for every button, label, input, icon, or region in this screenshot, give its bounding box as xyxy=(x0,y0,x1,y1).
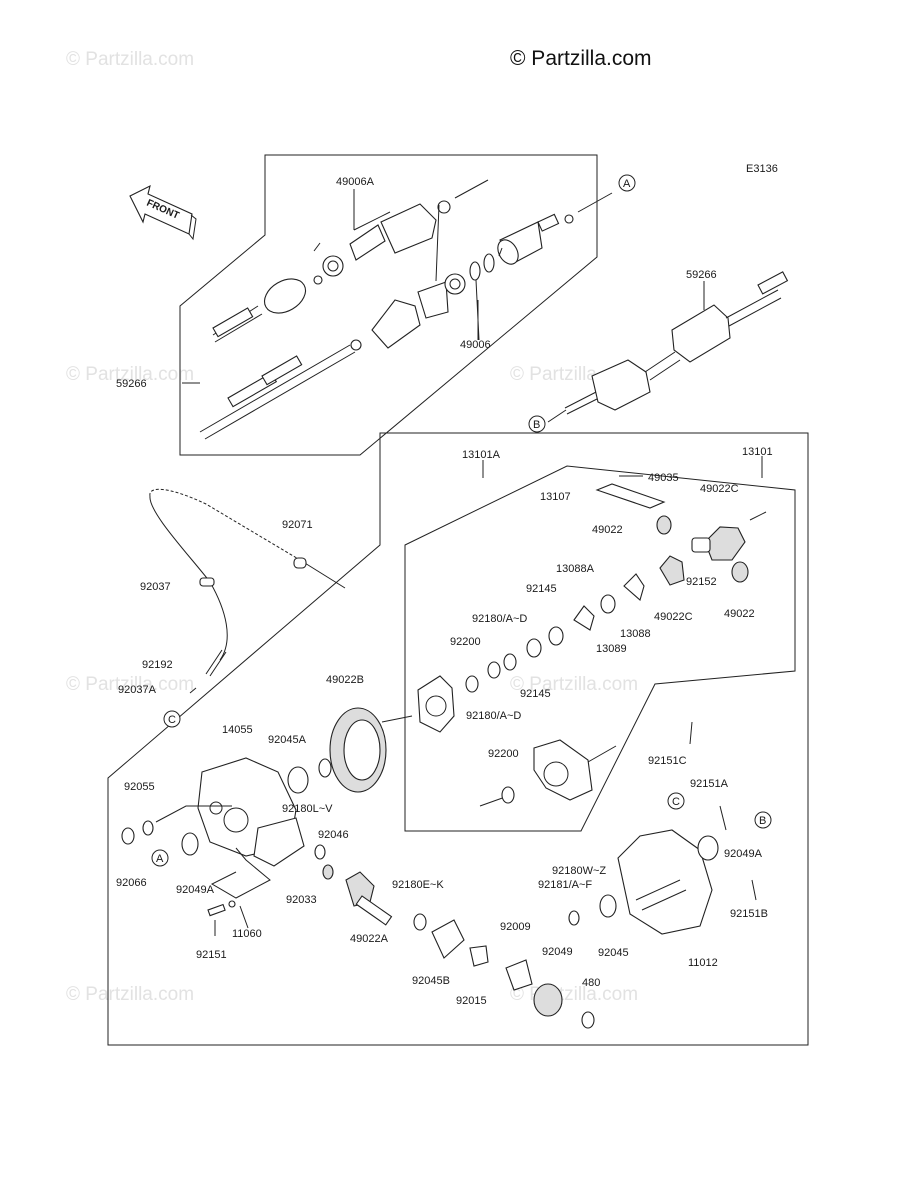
part-label: 92145 xyxy=(526,583,557,595)
part-label: 92200 xyxy=(450,636,481,648)
part-label: 49006A xyxy=(336,176,375,188)
part-label: 92055 xyxy=(124,781,155,793)
callout-a-top-label: A xyxy=(623,178,631,190)
part-label: 92045 xyxy=(598,947,629,959)
part-label: 92049 xyxy=(542,946,573,958)
callout-a-bottom-label: A xyxy=(156,853,164,865)
drive-shaft-assembly-lower xyxy=(199,204,503,440)
watermark-text: © Partzilla.com xyxy=(66,364,194,385)
watermark-text: © Partzilla.com xyxy=(66,674,194,695)
part-label: 49022C xyxy=(700,483,739,495)
callout-b-top-label: B xyxy=(533,419,540,431)
part-label: 92015 xyxy=(456,995,487,1007)
top-leaders xyxy=(182,189,705,423)
part-label: 92049A xyxy=(176,884,215,896)
part-label: 49022B xyxy=(326,674,364,686)
part-label: 92037A xyxy=(118,684,157,696)
watermark-text: © Partzilla.com xyxy=(510,674,638,695)
part-label: 49022 xyxy=(724,608,755,620)
part-label: 92180L~V xyxy=(282,803,333,815)
part-label: 92151 xyxy=(196,949,227,961)
watermark-text: © Partzilla.com xyxy=(66,984,194,1005)
callout-c-right-label: C xyxy=(672,796,680,808)
part-label: 92181/A~F xyxy=(538,879,592,891)
right-drive-shaft xyxy=(564,271,789,415)
part-label: 59266 xyxy=(686,269,717,281)
pinion-bearing-set xyxy=(431,919,595,1029)
part-label: 92009 xyxy=(500,921,531,933)
drive-shaft-assembly-upper xyxy=(212,179,574,343)
part-label: 14055 xyxy=(222,724,253,736)
drive-pinion xyxy=(345,871,427,931)
front-arrow-icon: FRONT xyxy=(129,184,197,241)
callout-c-left-label: C xyxy=(168,714,176,726)
callout-b-bottom-label: B xyxy=(759,815,766,827)
diagram-code: E3136 xyxy=(746,163,778,175)
part-label: 11012 xyxy=(688,957,718,969)
differential-case xyxy=(417,675,617,807)
rear-housing-11012 xyxy=(568,721,757,935)
watermark-layer: © Partzilla.com © Partzilla.com © Partzi… xyxy=(66,49,638,1005)
part-label: 92180/A~D xyxy=(472,613,527,625)
part-label: 49022 xyxy=(592,524,623,536)
part-label: 13088 xyxy=(620,628,651,640)
part-label: 92192 xyxy=(142,659,173,671)
part-label: 49006 xyxy=(460,339,491,351)
part-label: 92180E~K xyxy=(392,879,444,891)
part-label: 480 xyxy=(582,977,600,989)
part-label: 13107 xyxy=(540,491,571,503)
callout-a-top xyxy=(618,174,636,192)
copyright-text: © Partzilla.com xyxy=(510,47,652,70)
part-label: 92151C xyxy=(648,755,687,767)
diff-group-outline-13101A xyxy=(107,432,809,1046)
part-label: 13101 xyxy=(742,446,773,458)
part-label: 49035 xyxy=(648,472,679,484)
part-label: 92180/A~D xyxy=(466,710,521,722)
shim-stack xyxy=(465,573,645,693)
callout-a-bottom xyxy=(151,849,169,867)
part-label: 92066 xyxy=(116,877,147,889)
part-label: 92180W~Z xyxy=(552,865,606,877)
part-label: 92033 xyxy=(286,894,317,906)
part-label: 13089 xyxy=(596,643,627,655)
part-label: 11060 xyxy=(232,928,262,940)
watermark-text: © Partzilla.com xyxy=(66,49,194,70)
part-label: 92151B xyxy=(730,908,768,920)
front-housing-14055 xyxy=(155,757,334,899)
spider-gear-cluster xyxy=(595,475,767,586)
part-label: 92045B xyxy=(412,975,450,987)
part-label: 49022A xyxy=(350,933,389,945)
part-label: 92037 xyxy=(140,581,171,593)
diff-group-outline-13101 xyxy=(404,465,796,832)
callout-b-top xyxy=(528,415,546,433)
part-label: 92046 xyxy=(318,829,349,841)
part-label: 49022C xyxy=(654,611,693,623)
callout-c-right xyxy=(667,792,685,810)
part-label: 92151A xyxy=(690,778,729,790)
part-label: 92145 xyxy=(520,688,551,700)
breather-hose xyxy=(149,488,346,694)
part-label: 92071 xyxy=(282,519,313,531)
part-label: 59266 xyxy=(116,378,147,390)
housing-small-parts xyxy=(121,820,249,936)
part-label: 13088A xyxy=(556,563,595,575)
callout-b-bottom xyxy=(754,811,772,829)
part-label: 92045A xyxy=(268,734,307,746)
ring-gear xyxy=(329,707,413,793)
part-label: 92049A xyxy=(724,848,763,860)
callout-c-left xyxy=(163,710,181,728)
watermark-text: © Partzilla.com xyxy=(510,984,638,1005)
part-label: 92152 xyxy=(686,576,717,588)
part-label: 92200 xyxy=(488,748,519,760)
driveshaft-group-outline xyxy=(179,154,598,456)
part-label: 13101A xyxy=(462,449,501,461)
